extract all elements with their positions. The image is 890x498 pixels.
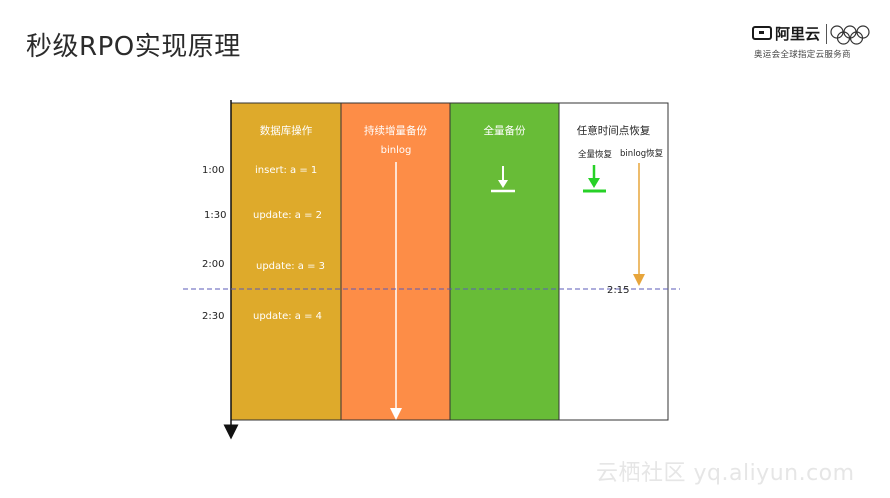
time-label: 1:30: [204, 210, 227, 221]
logo-brand-text: 阿里云: [775, 24, 821, 43]
restore-time-label: 2:15: [607, 285, 630, 296]
full-backup-arrow: [491, 166, 515, 193]
full-restore-arrow: [583, 165, 606, 193]
time-label: 2:30: [202, 311, 225, 322]
column-pitr: [558, 102, 669, 421]
column-full-backup: [449, 102, 560, 421]
column-db-operations: [230, 102, 342, 421]
time-label: 1:00: [202, 165, 225, 176]
column-label-incremental-backup: 持续增量备份: [364, 125, 427, 137]
aliyun-mark-icon: [752, 26, 772, 40]
operation-item: insert: a = 1: [255, 165, 318, 176]
time-label: 2:00: [202, 259, 225, 270]
column-label-pitr: 任意时间点恢复: [576, 125, 651, 137]
operation-item: update: a = 4: [253, 311, 323, 322]
operation-item: update: a = 3: [256, 261, 326, 272]
binlog-label: binlog: [380, 145, 412, 156]
page-title: 秒级RPO实现原理: [26, 32, 241, 62]
full-restore-label: 全量恢复: [578, 150, 613, 160]
logo-subtitle: 奥运会全球指定云服务商: [754, 50, 851, 60]
column-label-db-operations: 数据库操作: [259, 125, 313, 137]
logo-divider: [826, 24, 827, 44]
operation-item: update: a = 2: [253, 210, 323, 221]
watermark: 云栖社区 yq.aliyun.com: [596, 461, 855, 486]
olympic-rings-icon: [830, 25, 870, 45]
binlog-restore-label: binlog恢复: [620, 149, 664, 159]
aliyun-logo: 阿里云 奥运会全球指定云服务商: [752, 22, 876, 66]
column-label-full-backup: 全量备份: [483, 125, 526, 137]
